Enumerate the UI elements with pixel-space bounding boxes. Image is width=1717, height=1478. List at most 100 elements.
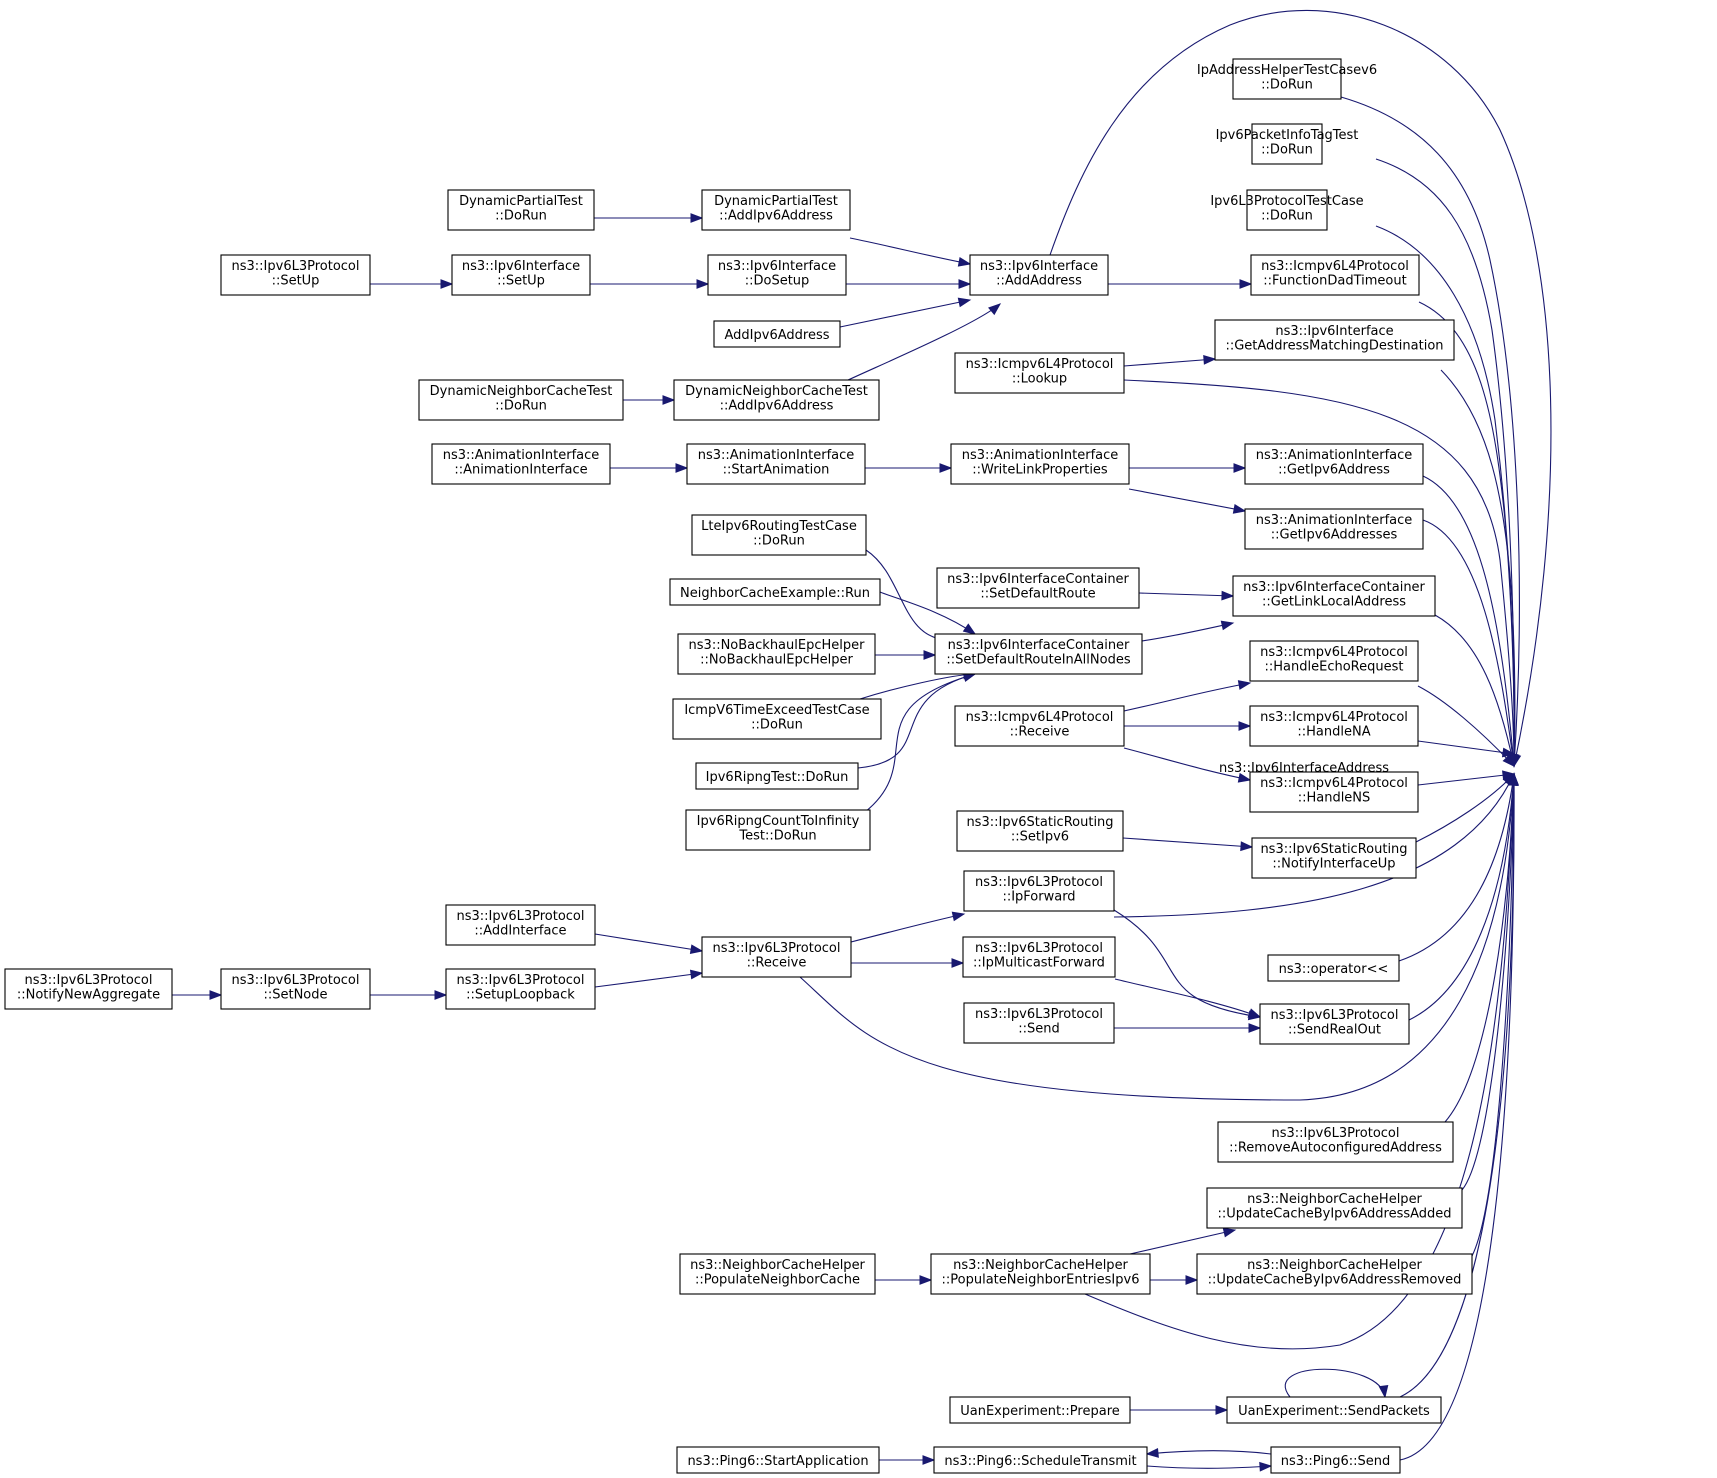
node-nch-ucia[interactable]: ns3::NeighborCacheHelper::UpdateCacheByI… [1206,1187,1463,1229]
node-box [445,904,596,946]
edge-p6_st-to-p6_send [1146,1461,1273,1472]
node-box [1217,1121,1454,1163]
node-opll[interactable]: ns3::operator<< [1267,954,1400,982]
node-dpt-add[interactable]: DynamicPartialTest::AddIpv6Address [701,189,851,231]
node-box [669,578,881,606]
arrow-head [1238,721,1252,731]
edge-if_gamd-to-getaddr [1440,369,1520,768]
node-ic-her[interactable]: ns3::Icmpv6L4Protocol::HandleEchoRequest [1249,640,1419,682]
node-ifc-sdr[interactable]: ns3::Ipv6InterfaceContainer::SetDefaultR… [936,567,1140,609]
node-ic-recv[interactable]: ns3::Icmpv6L4Protocol::Receive [954,705,1125,747]
node-l3-addif[interactable]: ns3::Ipv6L3Protocol::AddInterface [445,904,596,946]
node-l3-sl[interactable]: ns3::Ipv6L3Protocol::SetupLoopback [445,968,596,1010]
edge-nce_run-to-ifc_sdran [879,591,977,635]
arrow-head [209,990,223,1000]
edge-line [1422,475,1515,767]
edge-sr_set-to-sr_niu [1122,837,1254,852]
node-uan-prep[interactable]: UanExperiment::Prepare [949,1396,1131,1424]
node-sr-niu[interactable]: ns3::Ipv6StaticRouting::NotifyInterfaceU… [1251,837,1417,879]
node-p6-sa[interactable]: ns3::Ping6::StartApplication [676,1446,880,1474]
node-box [954,705,1125,747]
node-box [949,1396,1131,1424]
node-dpt-run[interactable]: DynamicPartialTest::DoRun [447,189,595,231]
node-ai-gias[interactable]: ns3::AnimationInterface::GetIpv6Addresse… [1244,508,1424,550]
edge-line [1123,682,1251,712]
node-if-setup[interactable]: ns3::Ipv6Interface::SetUp [451,254,591,296]
arrow-head [440,279,454,289]
node-label-line: UanExperiment::SendPackets [1238,1404,1430,1419]
node-p6-send[interactable]: ns3::Ping6::Send [1270,1446,1401,1474]
node-label-line: ns3::Ipv6L3Protocol [975,941,1103,956]
node-ifc-glla[interactable]: ns3::Ipv6InterfaceContainer::GetLinkLoca… [1232,575,1436,617]
edge-line [594,933,703,952]
node-ai-ai[interactable]: ns3::AnimationInterface::AnimationInterf… [431,443,611,485]
node-ai-wlp[interactable]: ns3::AnimationInterface::WriteLinkProper… [950,443,1130,485]
node-uan-sp[interactable]: UanExperiment::SendPackets [1226,1396,1442,1424]
node-nch-pne[interactable]: ns3::NeighborCacheHelper::PopulateNeighb… [930,1253,1151,1295]
node-l3-send[interactable]: ns3::Ipv6L3Protocol::Send [963,1002,1115,1044]
node-label-line: ::HandleNS [1298,791,1371,806]
node-label-line: ::DoSetup [745,274,810,289]
node-l3-raa[interactable]: ns3::Ipv6L3Protocol::RemoveAutoconfigure… [1217,1121,1454,1163]
node-ai-gia[interactable]: ns3::AnimationInterface::GetIpv6Address [1244,443,1424,485]
node-if-addaddr[interactable]: ns3::Ipv6Interface::AddAddress [969,254,1109,296]
node-lte[interactable]: LteIpv6RoutingTestCase::DoRun [691,514,867,556]
node-box [707,254,847,296]
node-label-line: DynamicNeighborCacheTest [430,384,613,399]
edge-ic_her-to-getaddr [1417,685,1515,768]
node-nch-ucir[interactable]: ns3::NeighborCacheHelper::UpdateCacheByI… [1196,1253,1473,1295]
node-label-line: ::FunctionDadTimeout [1263,274,1406,289]
node-nch-pnc[interactable]: ns3::NeighborCacheHelper::PopulateNeighb… [679,1253,876,1295]
node-sr-set[interactable]: ns3::Ipv6StaticRouting::SetIpv6 [956,810,1124,852]
node-iahtc[interactable]: IpAddressHelperTestCasev6::DoRun [1197,58,1377,100]
edge-nch_pne-to-nch_ucir [1150,1275,1199,1285]
node-ript[interactable]: Ipv6RipngTest::DoRun [695,762,859,790]
edge-line [1141,622,1234,642]
node-ic-hns[interactable]: ns3::Icmpv6L4Protocol::HandleNS [1249,771,1419,813]
node-label-line: ::IpMulticastForward [973,956,1105,971]
edge-ic_recv-to-ic_hns [1123,747,1252,783]
node-ipl3tc[interactable]: Ipv6L3ProtocolTestCase::DoRun [1210,189,1364,231]
edge-line [850,913,965,943]
edge-ai_ai-to-ai_sa [610,463,689,473]
node-dnct-run[interactable]: DynamicNeighborCacheTest::DoRun [418,379,624,421]
node-l3-ipmf[interactable]: ns3::Ipv6L3Protocol::IpMulticastForward [962,936,1116,978]
node-l3-ipf[interactable]: ns3::Ipv6L3Protocol::IpForward [963,870,1115,912]
node-l3-recv[interactable]: ns3::Ipv6L3Protocol::Receive [701,936,852,978]
arrow-head [675,463,689,473]
node-ifc-sdran[interactable]: ns3::Ipv6InterfaceContainer::SetDefaultR… [934,633,1143,675]
node-box [1206,1187,1463,1229]
node-p6-st[interactable]: ns3::Ping6::ScheduleTransmit [933,1446,1148,1474]
node-if-gamd[interactable]: ns3::Ipv6Interface::GetAddressMatchingDe… [1214,319,1455,361]
node-ipittt[interactable]: Ipv6PacketInfoTagTest::DoRun [1216,123,1359,165]
node-box [1244,508,1424,550]
node-box [4,968,173,1010]
edge-line [1122,837,1253,848]
node-l3-setup[interactable]: ns3::Ipv6L3Protocol::SetUp [220,254,371,296]
edge-ic_hna-to-getaddr [1417,740,1516,758]
node-label-line: ns3::Ipv6L3Protocol [1271,1008,1399,1023]
node-dnct-add[interactable]: DynamicNeighborCacheTest::AddIpv6Address [673,379,880,421]
node-label-line: ::SetupLoopback [466,988,575,1003]
node-label-line: ::GetLinkLocalAddress [1262,595,1406,610]
node-box [431,443,611,485]
node-l3-setnode[interactable]: ns3::Ipv6L3Protocol::SetNode [220,968,371,1010]
node-ic-hna[interactable]: ns3::Icmpv6L4Protocol::HandleNA [1249,705,1419,747]
node-box [963,1002,1115,1044]
node-label-line: ns3::NeighborCacheHelper [1247,1192,1422,1207]
node-nbeh[interactable]: ns3::NoBackhaulEpcHelper::NoBackhaulEpcH… [677,633,876,675]
node-box [695,762,859,790]
node-box [933,1446,1148,1474]
node-if-dosetup[interactable]: ns3::Ipv6Interface::DoSetup [707,254,847,296]
node-nce-run[interactable]: NeighborCacheExample::Run [669,578,881,606]
node-ictetc[interactable]: IcmpV6TimeExceedTestCase::DoRun [672,698,882,740]
node-ai-sa[interactable]: ns3::AnimationInterface::StartAnimation [686,443,866,485]
arrow-head [1239,279,1253,289]
node-ic-fdt[interactable]: ns3::Icmpv6L4Protocol::FunctionDadTimeou… [1250,254,1420,296]
node-addipv6[interactable]: AddIpv6Address [713,320,841,348]
node-label-line: ns3::Ipv6L3Protocol [232,259,360,274]
node-ic-lookup[interactable]: ns3::Icmpv6L4Protocol::Lookup [954,352,1125,394]
node-l3-nna[interactable]: ns3::Ipv6L3Protocol::NotifyNewAggregate [4,968,173,1010]
node-l3-sro[interactable]: ns3::Ipv6L3Protocol::SendRealOut [1259,1003,1410,1045]
